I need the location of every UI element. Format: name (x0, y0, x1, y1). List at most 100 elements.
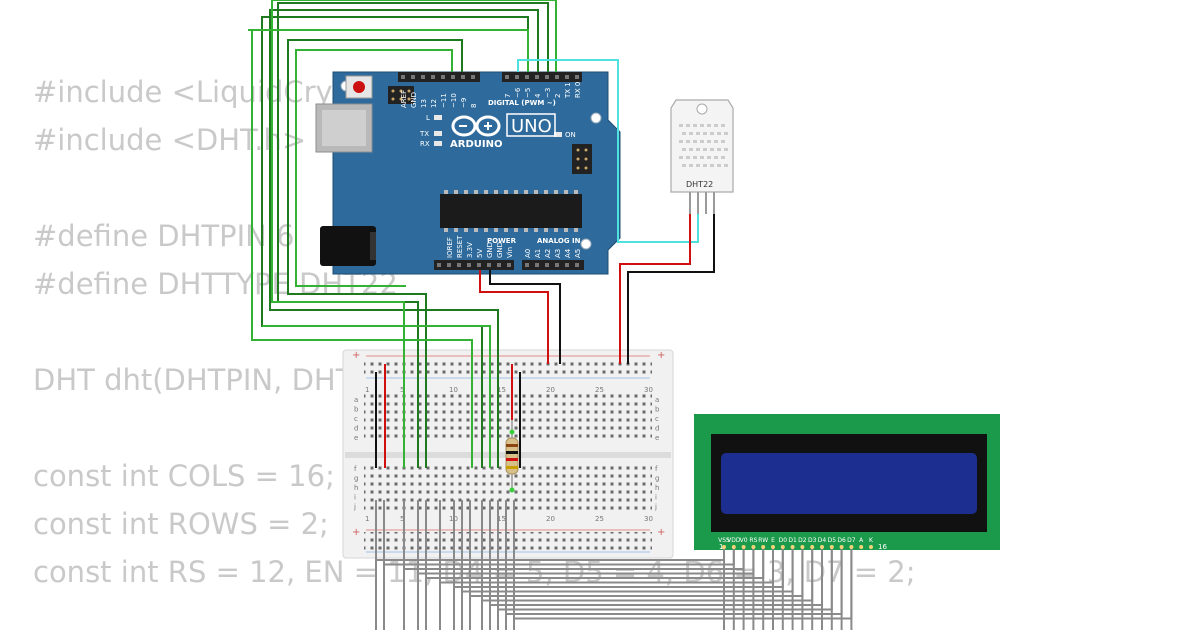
chip-pin (484, 190, 488, 194)
dht-vent (703, 132, 707, 135)
dht22-body (670, 99, 734, 193)
chip-pin (474, 190, 478, 194)
lcd-pin (790, 545, 795, 549)
analog-header (522, 260, 584, 270)
breadboard-row-letter: a (655, 396, 659, 404)
dht-vent (682, 164, 686, 167)
breadboard-row-letter: j (654, 503, 657, 511)
wire-dht-vcc (619, 214, 691, 364)
wire-d5 (271, 0, 557, 468)
chip-pin (494, 190, 498, 194)
lcd-pin-label: VDD (727, 537, 741, 544)
chip-pin (564, 190, 568, 194)
svg-text:+: + (657, 527, 665, 538)
digital-pin-label: GND (410, 92, 418, 108)
code-line: #define DHTTYPE DHT22 (33, 267, 398, 301)
lcd-pin-label: D6 (837, 537, 846, 544)
digital-header-right (502, 72, 582, 82)
breadboard-row-letter: f (655, 465, 658, 473)
digital-pin-label: ~10 (450, 93, 458, 108)
digital-header-left (398, 72, 480, 82)
dht-vent (700, 140, 704, 143)
reset-button-cap (353, 81, 365, 93)
dht-vent (696, 132, 700, 135)
chip-pin (524, 228, 528, 232)
breadboard-row-letter: j (353, 503, 356, 511)
power-header-label: POWER (487, 237, 517, 245)
dht-vent (724, 132, 728, 135)
dht-vent (689, 164, 693, 167)
breadboard-row-letter: d (354, 425, 358, 433)
breadboard-row-letter: i (354, 494, 356, 502)
lcd-pin (849, 545, 854, 549)
dht-vent (707, 140, 711, 143)
dht-vent (721, 124, 725, 127)
code-line: #include <DHT.h> (33, 123, 307, 157)
power-pin-label: IOREF (446, 237, 454, 258)
dht-vent (679, 124, 683, 127)
code-line: const int ROWS = 2; (33, 507, 329, 541)
power-pin-label: GND (496, 242, 504, 258)
wire-d4 (269, 9, 539, 468)
power-header (434, 260, 514, 270)
lcd-pin-label: V0 (740, 537, 748, 544)
chip-pin (524, 190, 528, 194)
chip-pin (444, 228, 448, 232)
lcd-pin (829, 545, 834, 549)
digital-pin-label: ~5 (524, 88, 532, 98)
dht-vent (679, 140, 683, 143)
dht-vent (689, 148, 693, 151)
wire-en (295, 49, 453, 287)
lcd-pin-label: D2 (798, 537, 807, 544)
lcd-pin-label: E (771, 537, 775, 544)
lcd-pin-label: D5 (828, 537, 837, 544)
dht-vent (721, 156, 725, 159)
chip-pin (544, 228, 548, 232)
lcd-pin (810, 545, 815, 549)
lcd-pin (761, 545, 766, 549)
chip-pin (464, 190, 468, 194)
terminal-strip-top (364, 394, 652, 442)
digital-pin-label: ~3 (544, 88, 552, 98)
dht-vent (700, 156, 704, 159)
breadboard-column-number: 15 (497, 386, 506, 394)
svg-text:+: + (352, 350, 360, 361)
digital-pin-label: 7 (504, 94, 512, 98)
icsp-header (388, 86, 414, 104)
dht-vent (710, 132, 714, 135)
lcd-screen (721, 453, 977, 514)
chip-pin (484, 228, 488, 232)
arduino-logo-icon (451, 115, 501, 137)
dht-vent (714, 156, 718, 159)
bottom-power-rail (364, 532, 652, 550)
wire-rs (287, 39, 463, 468)
breadboard-column-number: 1 (365, 386, 369, 394)
analog-header-label: ANALOG IN (537, 237, 581, 245)
lcd-pin-label: A (859, 537, 864, 544)
wire-green-loop (251, 30, 473, 468)
lcd-pin-label: RW (758, 537, 768, 544)
dht22-label: DHT22 (686, 180, 713, 189)
digital-pin-label: 2 (554, 94, 562, 98)
wire-d3 (261, 16, 529, 468)
lcd-pin (731, 545, 736, 549)
dht-vent (714, 140, 718, 143)
chip-pin (554, 190, 558, 194)
atmega-chip (440, 194, 582, 228)
lcd-pin-last-number: 16 (878, 543, 887, 551)
breadboard-column-number: 20 (546, 386, 555, 394)
power-pin-label: 3.3V (466, 242, 474, 258)
lcd-pin-label: RS (749, 537, 757, 544)
svg-text:+: + (352, 527, 360, 538)
dht-vent (717, 148, 721, 151)
lcd-pin-label: D7 (847, 537, 856, 544)
chip-pin (494, 228, 498, 232)
dht-vent (717, 164, 721, 167)
dht-vent (696, 164, 700, 167)
dht-vent (714, 124, 718, 127)
lcd-pin (722, 545, 726, 549)
breadboard-column-number: 20 (546, 515, 555, 523)
chip-pin (454, 190, 458, 194)
